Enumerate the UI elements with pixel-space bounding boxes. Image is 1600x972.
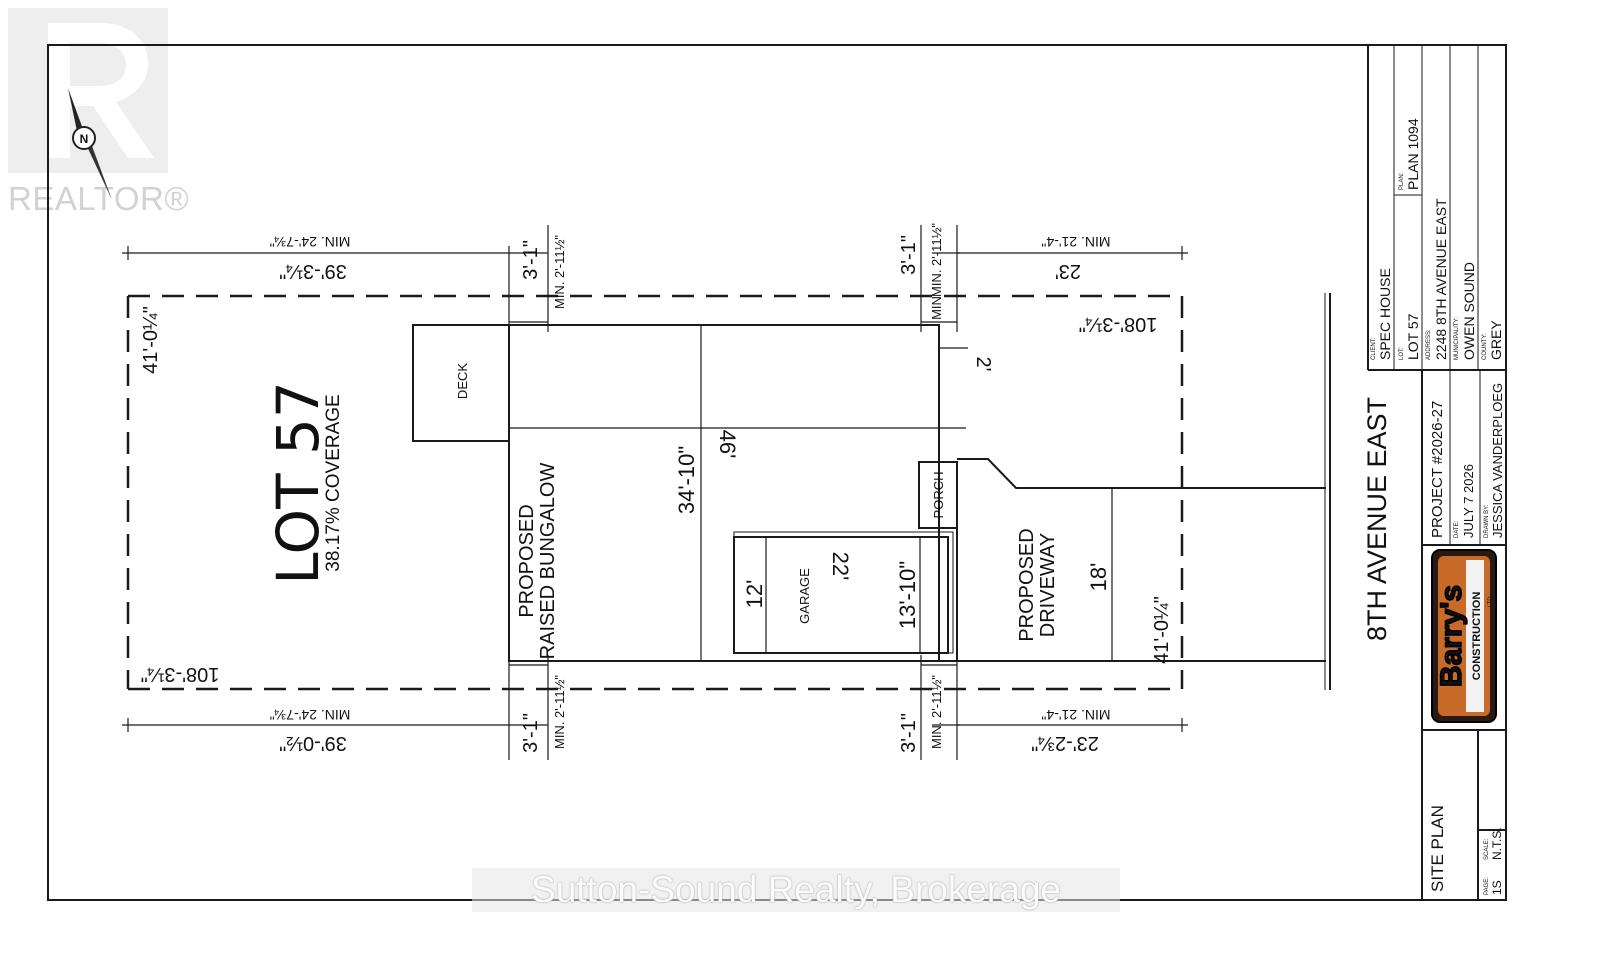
porch-label: PORCH	[931, 472, 946, 519]
driveway	[957, 458, 1326, 489]
dim-18: 18'	[1086, 563, 1111, 592]
dim-46: 46'	[715, 430, 740, 459]
dim-bottom-side-b: 3'-1"	[898, 713, 920, 753]
realtor-wordmark: REALTOR®	[8, 180, 190, 217]
realtor-logo: REALTOR®	[8, 8, 189, 217]
dim-bottom-right-min: MIN. 21'-4"	[1041, 707, 1110, 723]
house-label-line2: RAISED BUNGALOW	[537, 463, 559, 660]
barrys-logo-sub: CONSTRUCTION	[1471, 592, 1483, 681]
realtor-r-icon	[48, 23, 154, 158]
dim-top-right: 23'	[1055, 260, 1081, 282]
tb-sheet-title: SITE PLAN	[1428, 805, 1447, 892]
dim-top-left: 39'-3¼"	[279, 260, 347, 282]
garage-label: GARAGE	[797, 568, 812, 624]
barrys-logo-name: Barry's	[1435, 585, 1468, 687]
lot-coverage: 38.17% COVERAGE	[323, 394, 344, 571]
lot-label: LOT 57	[264, 381, 332, 585]
tb-drawn-label: DRAWN BY:	[1484, 504, 1490, 538]
tb-project: PROJECT #2026-27	[1429, 401, 1446, 538]
tb-scale: N.T.S.	[1490, 827, 1504, 860]
dim-right-depth: 108'-3¼"	[1079, 313, 1158, 335]
house-label-line1: PROPOSED	[516, 504, 538, 617]
dim-top-side-a-min: MIN. 2'-11½"	[552, 235, 567, 309]
tb-county: GREY	[1488, 320, 1504, 360]
lot-boundary	[126, 294, 1184, 691]
tb-plan: PLAN 1094	[1405, 118, 1421, 190]
dim-left-width: 41'-0¼"	[140, 306, 162, 374]
dim-house-width: 34'-10"	[674, 446, 699, 514]
dim-2: 2'	[972, 357, 994, 372]
dim-top-side-a: 3'-1"	[520, 240, 542, 280]
tb-scale-label: SCALE:	[1484, 838, 1490, 860]
tb-date: JULY 7 2026	[1461, 464, 1476, 538]
dim-22: 22'	[828, 552, 853, 581]
brokerage-watermark: Sutton-Sound Realty, Brokerage	[472, 868, 1120, 912]
tb-drawn: JESSICA VANDERPLOEG	[1490, 383, 1505, 538]
dim-top-side-b-min: MIN. 2'-11½"	[929, 223, 944, 297]
barrys-logo-ltd: LTD.	[1488, 594, 1494, 607]
tb-address: 2248 8TH AVENUE EAST	[1433, 198, 1449, 360]
dim-right-width: 41'-0¼"	[1151, 596, 1173, 664]
north-arrow-icon: N	[68, 88, 112, 200]
tb-address-label: ADDRESS:	[1426, 329, 1432, 360]
dim-top-side-b: 3'-1"	[898, 235, 920, 275]
house-footprint	[508, 324, 940, 662]
dim-top-right-min: MIN. 21'-4"	[1041, 234, 1110, 250]
tb-client: SPEC HOUSE	[1377, 268, 1393, 360]
tb-page: 1S	[1490, 880, 1504, 895]
dim-bottom-side-a: 3'-1"	[520, 713, 542, 753]
tb-municipality-label: MUNICIPALITY:	[1454, 317, 1460, 360]
driveway-label-line1: PROPOSED	[1016, 528, 1038, 641]
dim-garage-width: 13'-10"	[895, 561, 920, 629]
dim-top-left-min: MIN. 24'-7¾"	[270, 234, 351, 250]
tb-plan-label: PLAN:	[1399, 172, 1405, 190]
tb-lot-label: LOT:	[1399, 347, 1405, 360]
dim-bottom-side-a-min: MIN. 2'-11½"	[552, 675, 567, 749]
tb-municipality: OWEN SOUND	[1461, 262, 1477, 360]
tb-county-label: COUNTY:	[1482, 333, 1488, 360]
tb-client-label: CLIENT:	[1371, 337, 1377, 360]
dim-left-depth: 108'-3¼"	[141, 663, 220, 685]
dim-bottom-left: 39'-0½"	[279, 732, 347, 754]
svg-text:N: N	[80, 132, 89, 146]
dim-bottom-left-min: MIN. 24'-7¾"	[270, 707, 351, 723]
dim-bottom-side-b-min: MIN. 2'-11½"	[929, 675, 944, 749]
street-label: 8TH AVENUE EAST	[1362, 397, 1392, 641]
deck-label: DECK	[455, 363, 470, 399]
tb-page-label: PAGE:	[1484, 877, 1490, 895]
dim-bottom-right: 23'-2¾"	[1031, 732, 1099, 754]
dim-top-min-short: MIN	[929, 296, 944, 320]
tb-date-label: DATE:	[1454, 520, 1460, 538]
driveway-label-line2: DRIVEWAY	[1037, 533, 1059, 637]
barrys-construction-logo: Barry's CONSTRUCTION LTD.	[1431, 549, 1497, 723]
tb-lot: LOT 57	[1405, 313, 1421, 360]
dim-12: 12'	[742, 580, 767, 609]
